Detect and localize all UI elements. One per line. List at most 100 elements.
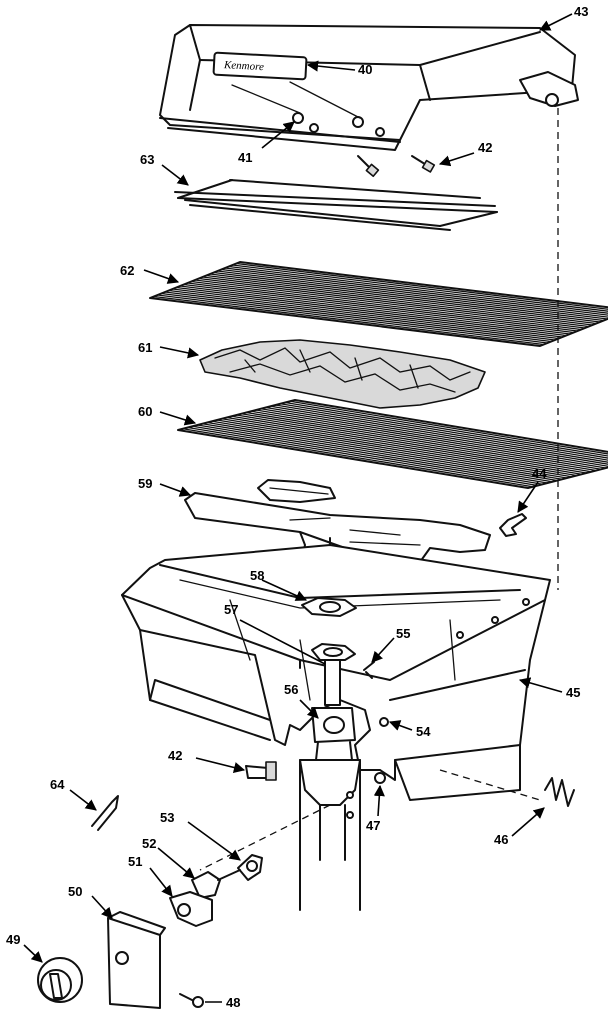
grid-bar <box>250 410 602 470</box>
callout-56: 56 <box>284 682 298 697</box>
grid-bar <box>164 291 556 341</box>
callout-47: 47 <box>366 818 380 833</box>
grid-bar <box>245 411 597 472</box>
grid-bar <box>230 415 583 475</box>
hood-screw-hole <box>375 127 385 137</box>
callout-60: 60 <box>138 404 152 419</box>
grid-bar <box>221 418 573 478</box>
grid-bar <box>205 274 597 325</box>
firebox-tab <box>522 598 530 606</box>
pedestal-post <box>299 759 361 911</box>
callout-44: 44 <box>532 466 547 481</box>
igniter-wire <box>91 795 119 831</box>
callout-41: 41 <box>238 150 252 165</box>
callout-48: 48 <box>226 995 240 1010</box>
alignment-line-spring <box>439 769 541 801</box>
callout-64: 64 <box>50 777 65 792</box>
callout-55: 55 <box>396 626 410 641</box>
bolt <box>374 772 386 784</box>
grid-bar <box>168 289 560 340</box>
hood-hinge <box>519 71 579 107</box>
callout-50: 50 <box>68 884 82 899</box>
grid-bar <box>255 409 607 469</box>
callout-49: 49 <box>6 932 20 947</box>
lava-rock-briquettes <box>199 339 486 409</box>
hood-screw-hole <box>352 116 364 128</box>
nameplate-brand: Kenmore <box>223 59 265 73</box>
grid-bar <box>186 282 579 332</box>
callout-45: 45 <box>566 685 580 700</box>
hood-screw-hole <box>292 112 304 124</box>
alignment-line-valve <box>199 804 331 871</box>
screw <box>379 717 389 727</box>
callout-53: 53 <box>160 810 174 825</box>
grid-bar <box>213 271 605 322</box>
cooking-grid <box>149 261 608 347</box>
grid-bar <box>160 292 552 343</box>
nameplate <box>212 51 308 81</box>
grid-bar <box>201 276 594 326</box>
callout-46: 46 <box>494 832 508 847</box>
valve-mount-shield <box>107 911 166 1009</box>
grid-bar <box>220 268 608 318</box>
grid-bar <box>179 285 571 335</box>
grid-bar <box>190 280 582 331</box>
grid-bar <box>269 405 608 463</box>
gasket <box>301 597 357 617</box>
grid-bar <box>226 416 578 477</box>
callout-59: 59 <box>138 476 152 491</box>
grid-bar <box>224 267 608 316</box>
callout-63: 63 <box>140 152 154 167</box>
warming-rack <box>174 179 498 231</box>
callout-54: 54 <box>416 724 431 739</box>
screw <box>363 661 375 679</box>
grid-bar <box>279 403 608 459</box>
grid-bar <box>211 420 563 480</box>
callout-52: 52 <box>142 836 156 851</box>
firebox-tab <box>491 616 499 624</box>
grid-bar <box>182 428 534 488</box>
control-knob <box>37 957 83 1003</box>
grid-bar <box>187 426 539 487</box>
grid-bar <box>284 401 608 457</box>
callout-61: 61 <box>138 340 152 355</box>
spring <box>544 777 575 807</box>
manifold <box>191 869 241 899</box>
grid-bar <box>240 413 593 473</box>
grid-bar <box>196 424 549 484</box>
callout-58: 58 <box>250 568 264 583</box>
firebox-tab <box>456 631 464 639</box>
hinge-knob <box>545 93 559 107</box>
callout-40: 40 <box>358 62 372 77</box>
grid-bar <box>289 400 608 455</box>
hood-screw-hole <box>309 123 319 133</box>
hood-bolt <box>411 155 436 173</box>
grid-bar <box>216 270 608 320</box>
grid-bar <box>228 265 608 314</box>
grid-bar <box>209 273 601 323</box>
grid-bar <box>156 294 549 344</box>
grid-bar <box>265 406 608 465</box>
grid-bar <box>175 286 567 337</box>
grid-bar <box>216 419 568 479</box>
grid-bar <box>194 279 586 329</box>
callout-62: 62 <box>120 263 134 278</box>
grid-bar <box>171 288 564 338</box>
grid-bar <box>235 262 608 310</box>
grid-bar <box>153 295 545 346</box>
grid-bar <box>201 423 554 483</box>
gas-valve-orifice <box>237 854 263 881</box>
grid-bar <box>260 408 608 467</box>
briquette-grate <box>177 399 608 489</box>
callouts: 43 40 41 42 63 62 61 60 59 44 58 57 55 4… <box>6 4 588 1010</box>
callout-43: 43 <box>574 4 588 19</box>
grid-bar <box>231 264 608 312</box>
grid-bar <box>198 277 590 328</box>
screw <box>179 993 204 1008</box>
grid-bar <box>183 283 575 334</box>
hood-bolt <box>357 155 380 178</box>
grid-bar <box>206 421 558 482</box>
burner-clip <box>499 513 527 537</box>
grid-bar <box>191 425 544 485</box>
